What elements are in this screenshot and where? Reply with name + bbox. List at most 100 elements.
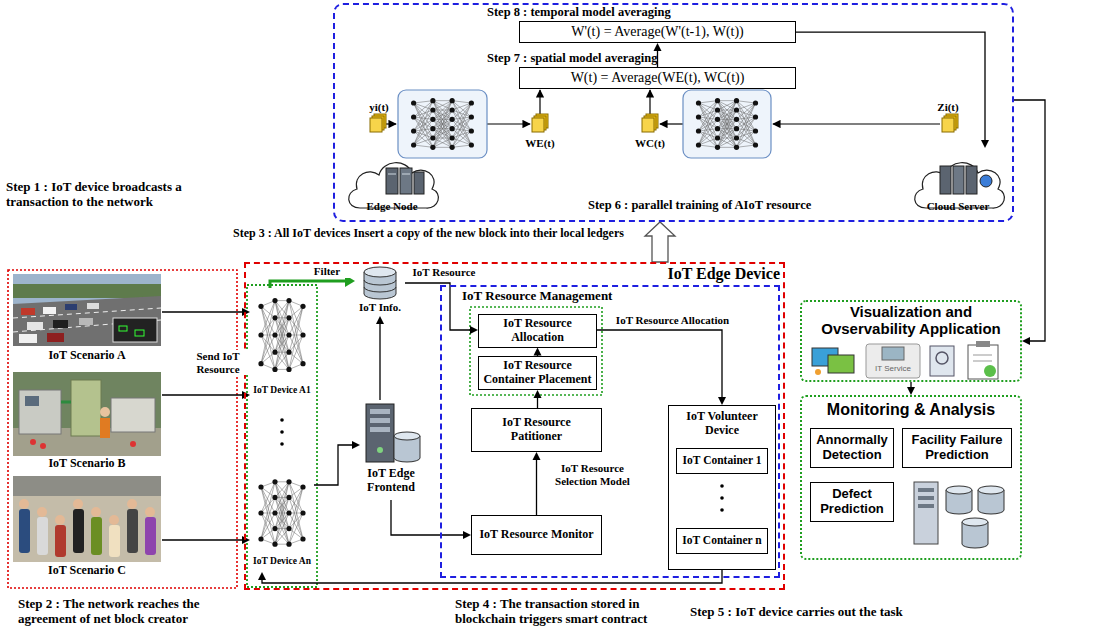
neural-net-icon [414,131,433,147]
cloud-node-art [400,168,412,194]
neural-net-icon [261,352,275,363]
neural-net-icon [300,484,305,489]
neural-net-icon [452,145,471,147]
neural-net-icon [414,129,433,145]
hollow-arrow [645,222,675,262]
volunteer-device-label: IoT Volunteer Device [670,410,774,438]
neural-net-icon [258,510,263,515]
neural-net-icon [433,119,452,147]
neural-net-icon [433,101,452,120]
neural-net-icon [261,487,275,544]
cloud-node-art [980,175,992,187]
application-icons [973,355,992,356]
neural-net-icon [272,542,277,547]
neural-net-icon [300,304,305,309]
management-region-label: IoT Resource Management [462,289,682,304]
data-file-icon [642,114,658,132]
neural-net-icon [737,103,756,138]
cloud-node: Cloud Server [908,148,1008,218]
neural-net-icon [430,135,435,140]
neural-net-icon [414,101,433,131]
arrowhead [533,452,541,460]
device-network: IoT Device An [250,470,314,572]
storage-icon [914,482,938,544]
arrowhead [463,531,471,539]
neural-net-icon [699,129,718,131]
connector-line [597,330,722,398]
neural-net-icon [258,484,263,489]
neural-net-icon [433,101,452,138]
storage-icon [918,488,934,492]
storage-icon [918,504,934,508]
neural-net-icon [433,110,452,147]
neural-net-icon [718,101,737,120]
connector-line [405,283,471,330]
database-icon-art [364,280,396,292]
neural-net-icon [433,101,452,148]
step-note: Step 1 : IoT device broadcasts a transac… [6,180,236,210]
data-flow-arrow [649,90,650,114]
database-icon-art [355,266,405,300]
neural-net-icon [411,114,416,119]
scenario-image-art [127,499,137,509]
connector-line [162,394,243,395]
neural-net-icon [699,101,718,117]
neural-net-icon [411,128,416,133]
neural-net-icon [734,126,739,131]
step-note: Step 5 : IoT device carries out the task [690,605,960,620]
neural-net-icon [289,301,303,364]
training-region-label: Step 6 : parallel training of AIoT resou… [588,198,888,212]
scenario-image-art [21,308,35,315]
application-icons [930,346,954,376]
neural-net-icon [414,138,433,145]
data-flow-arrow [539,90,540,114]
volunteer-device: IoT Volunteer DeviceIoT Container 1IoT C… [668,405,776,570]
scenario-image-art [145,517,156,555]
server-icon-art [370,427,390,432]
arrowhead [718,397,726,405]
scenario-image-art [13,476,161,496]
neural-net-icon [414,145,433,147]
connector-line [537,397,538,408]
application-icons [968,345,998,379]
neural-net-icon [469,128,474,133]
scenario-image-art [13,296,161,346]
cloud-node-art [953,166,964,194]
neural-net-icon [261,482,275,539]
device-network: IoT Device A1 [250,288,314,400]
neural-net-icon [737,101,756,131]
scenario-image-art [91,507,101,517]
storage-icon [978,486,1004,494]
step-note: Step 3 : All IoT devices Insert a copy o… [233,227,628,241]
scenario-image: IoT Scenario A [12,274,162,366]
neural-net-icon [433,147,452,148]
neural-net-icon [452,110,471,145]
scenario-image-art [79,318,93,325]
neural-net-icon [715,126,720,131]
connector [597,330,726,405]
signal-label: WE(t) [520,137,560,150]
data-flow-arrow [660,123,683,124]
neural-net-icon [286,542,291,547]
edge-label: Send IoT Resource [188,350,248,375]
analysis-box-label: Annormally Detection [815,433,889,463]
neural-net-icon [275,352,289,369]
neural-net-icon [718,100,737,101]
scenario-image-art [13,274,161,346]
arrowhead [907,387,915,395]
server-icon-art [370,409,390,414]
scenario-image-label: IoT Scenario C [12,564,162,578]
process-box-label: IoT Resource Container Placement [483,359,592,387]
neural-net-icon [699,117,718,147]
scenario-image-art [19,509,30,553]
analysis-box-label: Defect Prediction [815,487,889,517]
analysis-panel-label: Monitoring & Analysis [804,401,1018,419]
neural-net-icon [737,101,756,103]
neural-net-icon [715,145,720,150]
application-icons [828,355,854,373]
scenario-image-art [47,333,64,342]
scenario-image-art [13,284,161,298]
neural-net-icon [286,332,291,337]
cloud-node-art [388,174,396,175]
neural-net-icon [699,129,718,145]
